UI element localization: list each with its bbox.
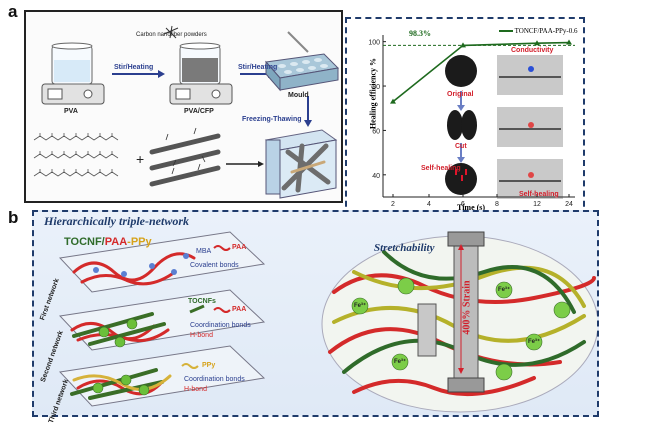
strain-label: 400% Strain — [461, 280, 473, 335]
legend-tocnf: TOCNFs — [188, 298, 216, 305]
mould-label: Mould — [288, 92, 309, 99]
y-tick-label: 60 — [372, 128, 380, 135]
pva-chains — [33, 133, 119, 177]
brand-label: TOCNF/PAA-PPy — [64, 236, 152, 248]
panel-b-network: Hierarchically triple-network — [32, 210, 599, 424]
legend-coordination-3: Coordination bonds — [184, 376, 245, 383]
layer-legend-glyphs — [181, 245, 231, 369]
brand-paa: PAA — [104, 236, 128, 248]
photo-healing-label: Self-healing — [421, 165, 461, 172]
conductivity-label: Conductivity — [511, 47, 554, 54]
fe-label-4: Fe³⁺ — [394, 359, 407, 365]
legend-coordination-2: Coordination bonds — [190, 322, 251, 329]
stretch-sphere — [321, 231, 597, 413]
carbon-label: Carbon nanofiber powders — [136, 32, 207, 38]
series-point — [390, 98, 396, 104]
legend-hbond-3: H-bond — [184, 386, 207, 393]
series-point — [566, 39, 572, 45]
fe-label-2: Fe³⁺ — [498, 287, 511, 293]
x-tick-label: 6 — [461, 201, 465, 208]
panel-b-title: Hierarchically triple-network — [44, 214, 189, 228]
stretch-label: Stretchability — [374, 242, 435, 254]
brand-tocnf: TOCNF/ — [64, 236, 105, 248]
series-point — [534, 40, 540, 46]
tocnf-fibers — [70, 312, 166, 400]
legend-entry: TONCF/PAA-PPy-0.6 — [499, 27, 577, 35]
x-axis-label: Time (s) — [457, 203, 486, 212]
conductivity-healing-label: Self-healing — [519, 191, 559, 198]
series-line — [392, 41, 570, 103]
step2-label: Stir/Heating — [238, 64, 278, 71]
series-point — [460, 42, 466, 48]
pipette-icon — [287, 31, 309, 53]
annotation-label: 98.3% — [409, 29, 431, 38]
fe-ions — [92, 318, 150, 396]
fe-label-3: Fe³⁺ — [528, 339, 541, 345]
photo-cut-label: Cut — [455, 143, 467, 150]
ppy-chains — [72, 374, 172, 391]
x-tick-label: 2 — [391, 201, 395, 208]
step1-label: Stir/Heating — [114, 64, 154, 71]
chart-plot — [383, 39, 575, 104]
legend-paa-2: PAA — [232, 306, 247, 313]
legend-hbond-2: H-bond — [190, 332, 213, 339]
x-tick-label: 24 — [565, 201, 573, 208]
hotplate-pva — [41, 42, 105, 105]
panel-a-schematic: + Carbon nanofiber powders Stir/Heating … — [24, 10, 343, 203]
sample-photos — [445, 55, 563, 199]
legend-ppy: PPy — [202, 362, 216, 369]
x-tick-label: 4 — [427, 201, 431, 208]
beaker2-label: PVA/CFP — [184, 108, 214, 115]
paa-chains — [70, 252, 196, 396]
freeze-label: Freezing-Thawing — [242, 116, 302, 123]
carbon-nanofiber-icon — [163, 25, 179, 39]
legend-paa-1: PAA — [232, 244, 247, 251]
network-drawing — [58, 231, 597, 413]
mba-nodes — [93, 263, 177, 277]
photo-original-label: Original — [447, 91, 474, 98]
plus-sign: + — [136, 151, 144, 167]
y-tick-label: 100 — [368, 40, 380, 47]
schematic-drawing: + — [33, 25, 340, 199]
legend-text: TONCF/PAA-PPy-0.6 — [514, 27, 578, 35]
x-tick-label: 8 — [495, 201, 499, 208]
carbon-fibers — [149, 133, 221, 187]
panel-letter-b: b — [8, 208, 19, 227]
legend-mba: MBA — [196, 248, 212, 255]
fe-label-1: Fe³⁺ — [354, 303, 367, 309]
panel-letter-a: a — [8, 2, 18, 21]
y-tick-label: 40 — [372, 173, 380, 180]
mould-icon — [265, 53, 340, 92]
legend-covalent: Covalent bonds — [190, 262, 239, 269]
beaker1-label: PVA — [64, 108, 78, 115]
y-tick-label: 80 — [372, 84, 380, 91]
y-axis-label: Healing efficiency % — [368, 57, 378, 130]
brand-ppy: -PPy — [127, 236, 152, 248]
x-tick-label: 12 — [533, 201, 541, 208]
hotplate-pva-cfp — [169, 42, 233, 105]
hydrogel-cube — [264, 129, 338, 199]
